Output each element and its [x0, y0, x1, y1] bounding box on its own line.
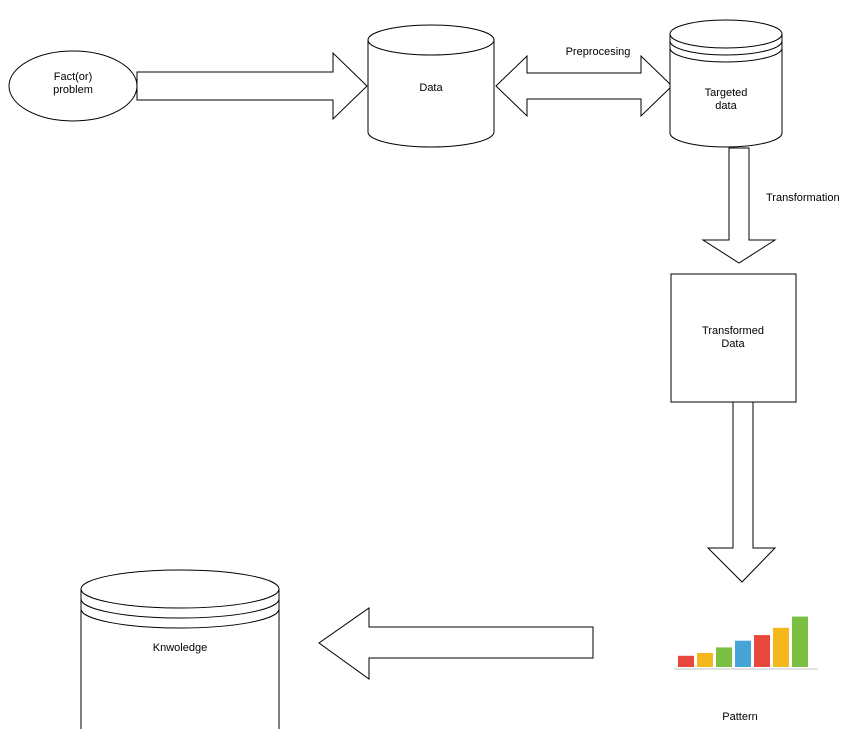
data-targeted-double-arrow	[495, 54, 673, 118]
pattern-bar	[716, 647, 732, 667]
pattern-bar	[735, 640, 751, 667]
transformation-label: Transformation	[766, 192, 840, 204]
fact-to-data-arrow	[136, 51, 368, 121]
pattern-bar	[697, 653, 713, 667]
pattern-bar	[792, 616, 808, 667]
fact-problem-label: Fact(or) problem	[53, 71, 93, 96]
pattern-bar	[773, 627, 789, 667]
preprocesing-label: Preprocesing	[565, 46, 631, 58]
pattern-label: Pattern	[722, 711, 758, 723]
knowledge-label: Knwoledge	[152, 642, 208, 654]
data-label: Data	[419, 82, 443, 94]
knowledge-node	[80, 569, 280, 729]
targeted-to-transformed-arrow	[701, 147, 777, 264]
pattern-to-knowledge-arrow	[318, 607, 594, 680]
transformed-data-label: Transformed Data	[702, 325, 764, 350]
targeted-data-label: Targeted data	[704, 87, 748, 112]
pattern-chart-icon	[674, 616, 818, 670]
pattern-bar	[678, 655, 694, 667]
data-node	[367, 24, 495, 148]
targeted-data-node	[669, 19, 783, 148]
pattern-bar	[754, 635, 770, 667]
transformed-to-pattern-arrow	[706, 401, 777, 583]
